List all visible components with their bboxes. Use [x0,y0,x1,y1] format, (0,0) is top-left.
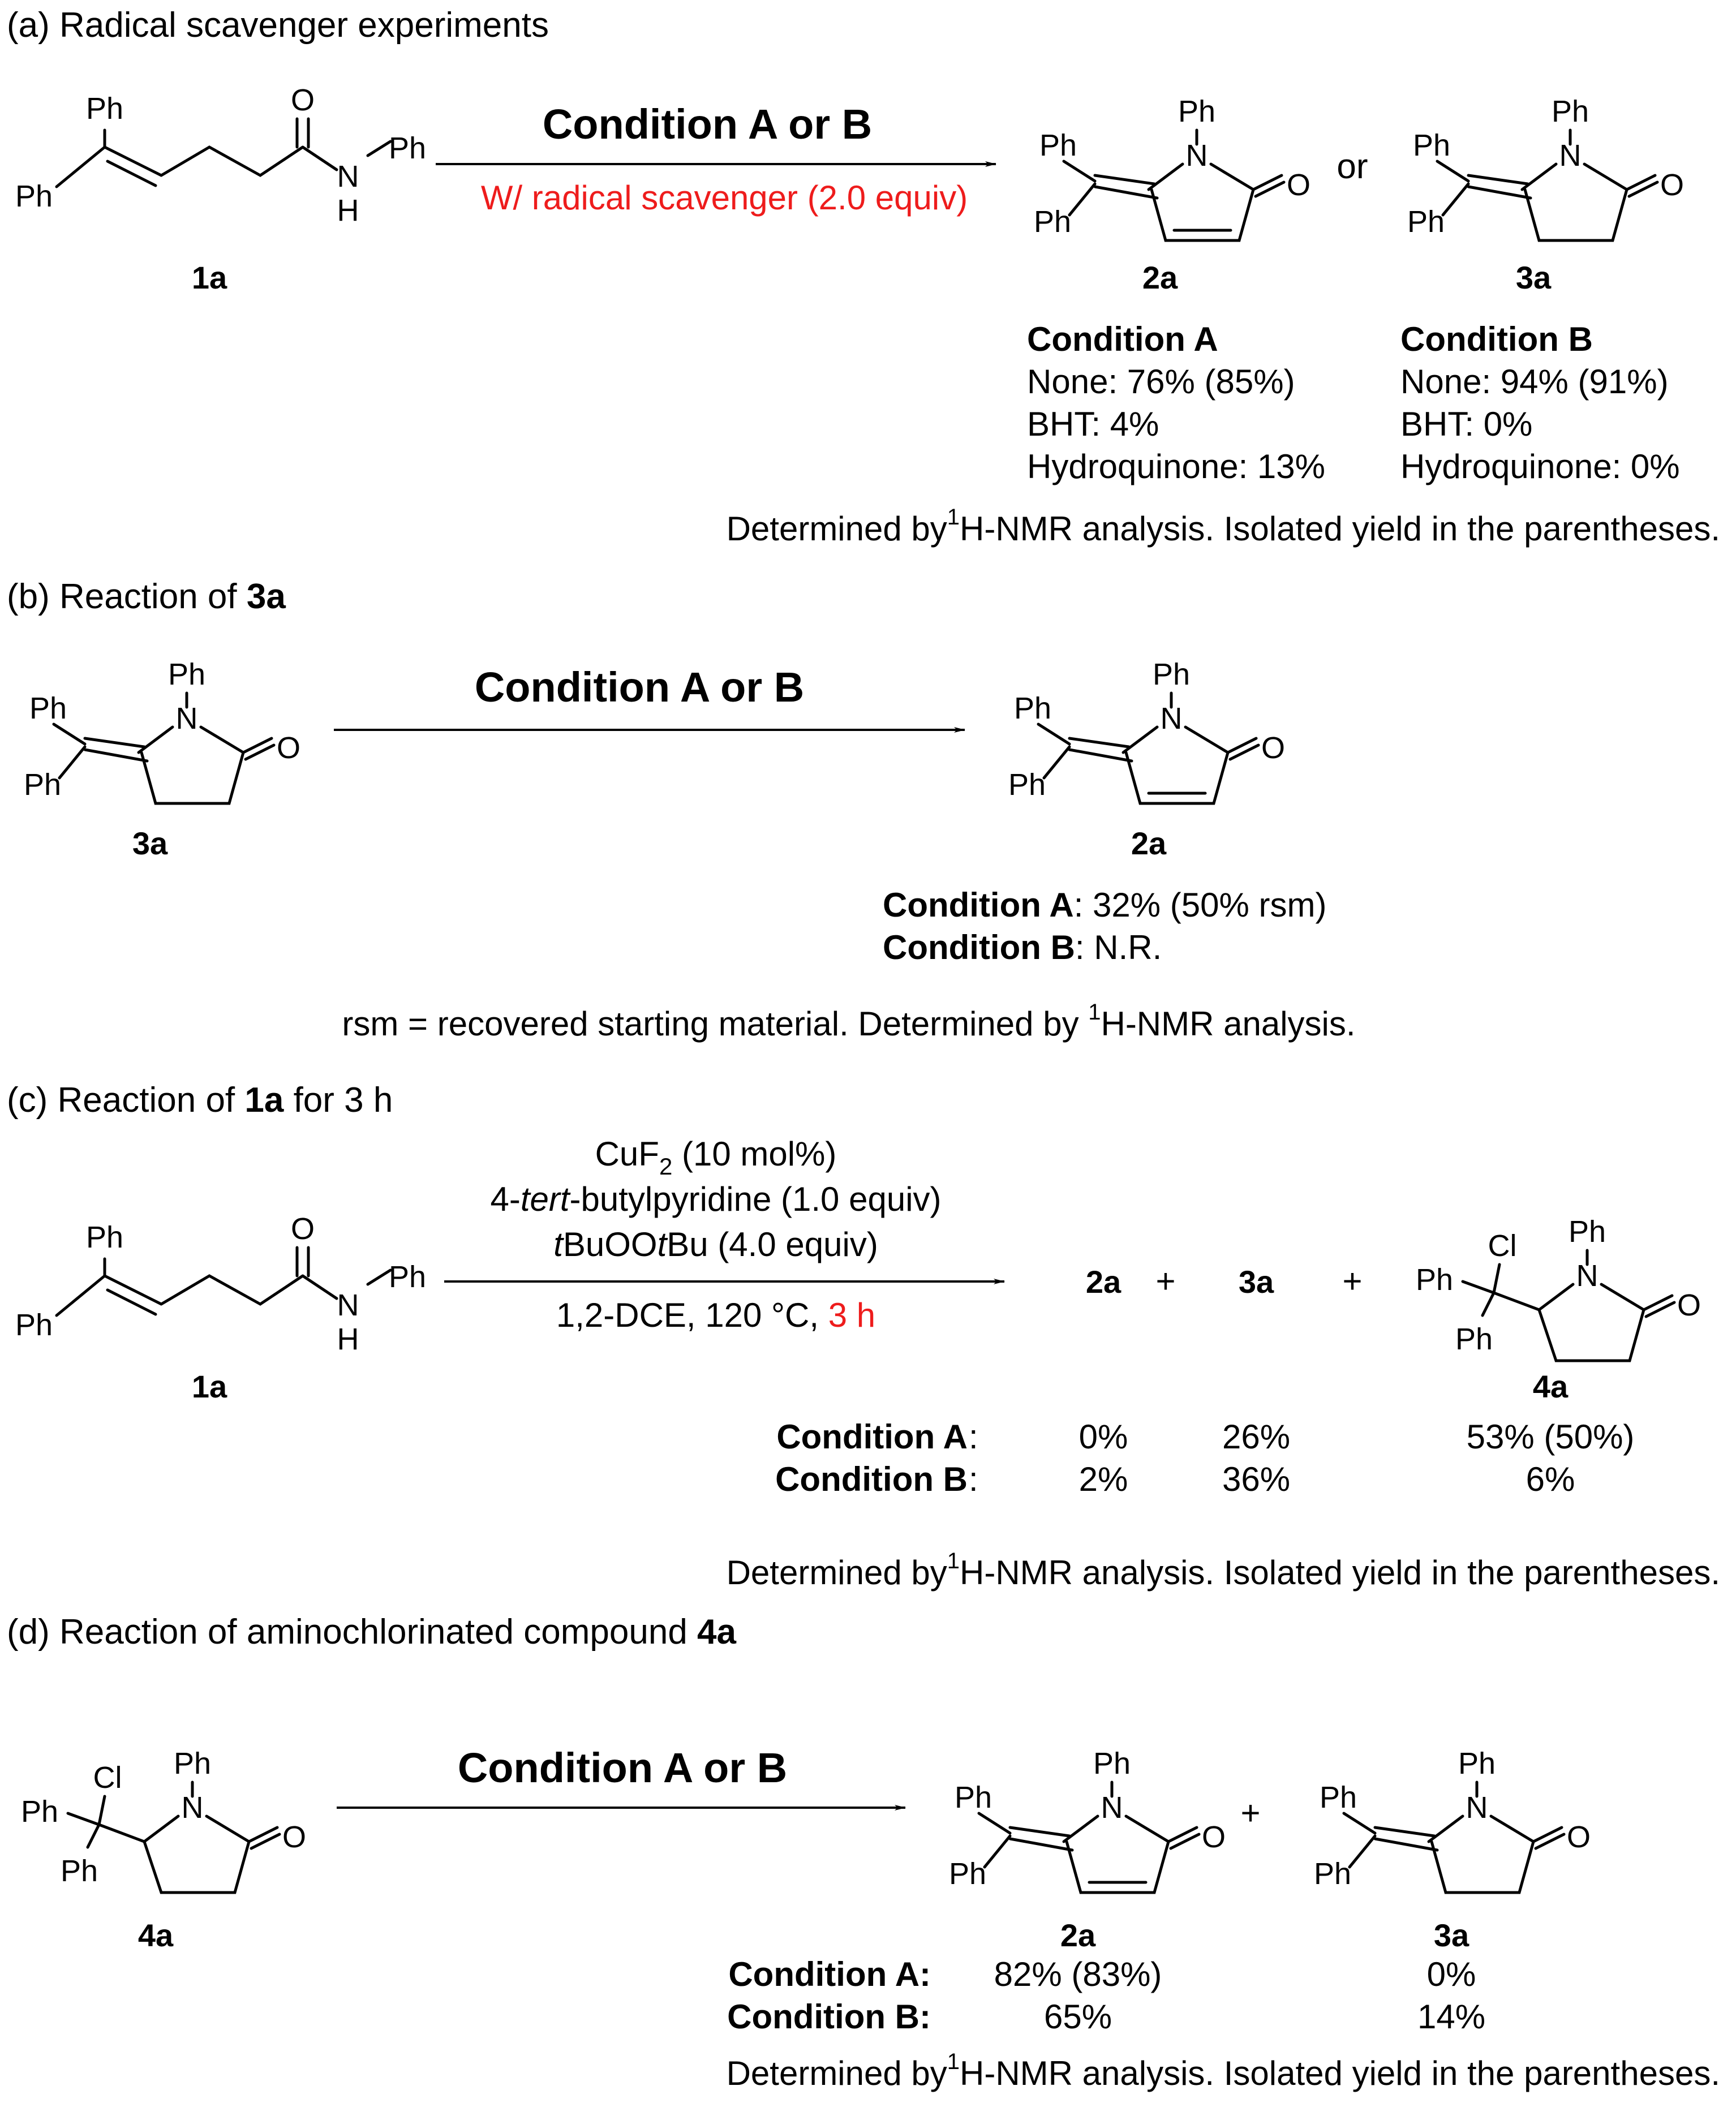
result-row: BHT: 4% [1027,405,1159,443]
results-row-a: Condition A: 82% (83%) 0% [728,1955,1476,1993]
compound-label: 2a [1060,1917,1096,1953]
result-row: Condition A: 32% (50% rsm) [883,886,1326,924]
yield-2a: 2% [1079,1460,1128,1498]
solvent-conditions: 1,2-DCE, 120 °C, 3 h [556,1296,875,1334]
result-row: None: 76% (85%) [1027,363,1295,401]
rsm-note: rsm = recovered starting material. Deter… [342,1000,1355,1043]
or-text: or [1337,147,1368,186]
compound-2a-structure [1034,94,1310,240]
nmr-note: Determined by1H-NMR analysis. Isolated y… [727,2049,1720,2092]
compound-3a-structure [24,657,300,803]
compound-label: 2a [1086,1264,1121,1300]
result-row: Condition B: N.R. [883,928,1162,966]
plus-sign: + [1342,1262,1362,1300]
reagent-line-3: tBuOOtBu (4.0 equiv) [553,1225,878,1263]
section-d-title: (d) Reaction of aminochlorinated compoun… [7,1612,737,1652]
condition-label: Condition A: [728,1955,931,1993]
section-d: (d) Reaction of aminochlorinated compoun… [7,1612,1720,2092]
reagent-line-2: 4-tert-butylpyridine (1.0 equiv) [490,1180,941,1218]
condition-label: Condition A or B [543,101,872,148]
plus-sign: + [1240,1794,1260,1832]
condition-b-results: Condition B None: 94% (91%) BHT: 0% Hydr… [1400,320,1680,485]
compound-label: 1a [192,1369,227,1404]
compound-label: 4a [1533,1369,1569,1404]
compound-label: 2a [1131,825,1167,861]
compound-4a-structure [21,1747,306,1893]
compound-label: 3a [1239,1264,1274,1300]
compound-3a-structure [1407,94,1684,240]
section-b-title: (b) Reaction of 3a [7,577,286,616]
colon: : [969,1418,978,1456]
compound-4a-structure [1416,1215,1701,1361]
reagent-line-1: CuF2 (10 mol%) [595,1135,837,1180]
condition-a-results: Condition A None: 76% (85%) BHT: 4% Hydr… [1027,320,1325,485]
section-c: (c) Reaction of 1a for 3 h 1a CuF2 (10 m… [7,1081,1720,1592]
compound-2a-structure [949,1747,1226,1893]
compound-label: 2a [1142,260,1178,295]
yield-2a: 65% [1044,1998,1112,2036]
colon: : [969,1460,978,1498]
compound-3a-structure [1314,1747,1591,1893]
condition-label: Condition A or B [458,1744,787,1791]
compound-1a-structure [15,1212,426,1356]
result-row: Hydroquinone: 0% [1400,448,1680,485]
nmr-note: Determined by1H-NMR analysis. Isolated y… [727,505,1720,548]
result-row: BHT: 0% [1400,405,1532,443]
section-b: (b) Reaction of 3a 3a Condition A or B 2… [7,577,1356,1043]
results-row-a: Condition A : 0% 26% 53% (50%) [776,1418,1634,1456]
yield-4a: 6% [1526,1460,1575,1498]
condition-label: Condition B: [727,1998,931,2036]
yield-2a: 0% [1079,1418,1128,1456]
yield-2a: 82% (83%) [994,1955,1162,1993]
compound-label: 4a [138,1917,174,1953]
condition-a-header: Condition A [1027,320,1218,358]
condition-label: Condition A or B [475,664,804,711]
condition-label: Condition B [775,1460,968,1498]
yield-4a: 53% (50%) [1467,1418,1635,1456]
compound-label: 3a [1434,1917,1469,1953]
condition-label: Condition A [776,1418,968,1456]
yield-3a: 26% [1222,1418,1290,1456]
plus-sign: + [1155,1262,1175,1300]
nmr-note: Determined by1H-NMR analysis. Isolated y… [727,1549,1720,1592]
compound-label: 3a [132,825,168,861]
condition-b-header: Condition B [1400,320,1593,358]
section-a-title: (a) Radical scavenger experiments [7,6,549,45]
compound-2a-structure [1008,657,1285,803]
yield-3a: 14% [1417,1998,1485,2036]
compound-1a-structure [15,83,426,227]
compound-label: 1a [192,260,227,295]
scavenger-reagent: W/ radical scavenger (2.0 equiv) [481,179,968,217]
results-row-b: Condition B: 65% 14% [727,1998,1485,2036]
yield-3a: 36% [1222,1460,1290,1498]
yield-3a: 0% [1427,1955,1476,1993]
compound-label: 3a [1516,260,1552,295]
section-a: (a) Radical scavenger experiments 1a Con… [7,6,1720,548]
result-row: Hydroquinone: 13% [1027,448,1325,485]
section-c-title: (c) Reaction of 1a for 3 h [7,1081,393,1120]
results-row-b: Condition B : 2% 36% 6% [775,1460,1575,1498]
result-row: None: 94% (91%) [1400,363,1669,401]
